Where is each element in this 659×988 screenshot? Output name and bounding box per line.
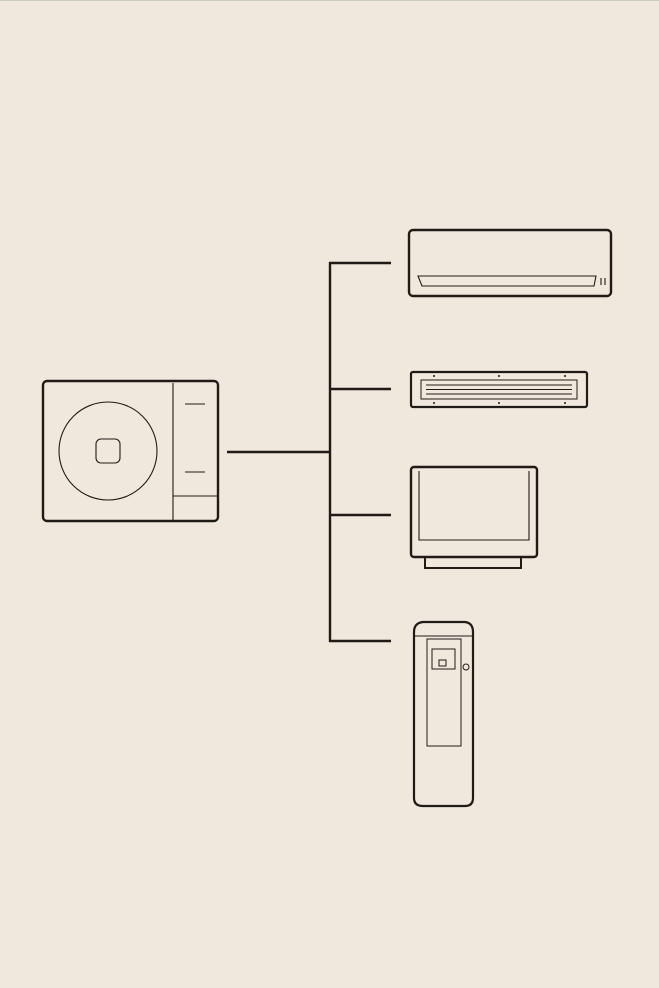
branch-connector [227,261,391,643]
ceiling-cassette-unit-icon [409,370,589,409]
floor-standing-unit-icon [412,620,475,808]
wall-mounted-unit-icon [407,228,613,298]
floor-console-unit-icon [409,465,539,569]
outdoor-unit-icon [41,379,220,523]
